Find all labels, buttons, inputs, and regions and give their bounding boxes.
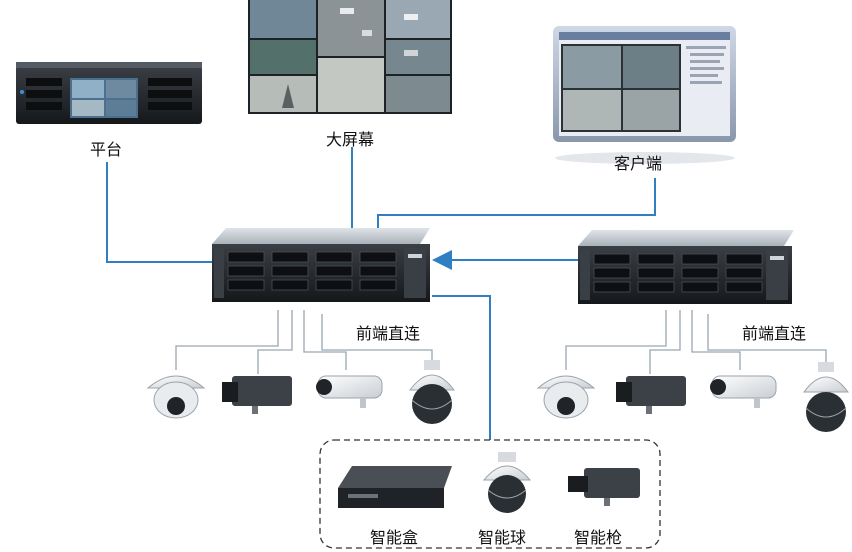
label-smart-box: 智能盒 xyxy=(370,528,419,547)
smart-gun-device xyxy=(568,468,640,506)
box-camera-right xyxy=(616,376,686,414)
frontend-lines-right xyxy=(565,310,827,374)
link-platform-nvr xyxy=(106,162,216,263)
label-frontend-right: 前端直连 xyxy=(742,324,807,343)
platform-device xyxy=(16,62,202,124)
connection-lines xyxy=(106,147,656,440)
label-smart-gun: 智能枪 xyxy=(574,528,623,547)
smart-box-device xyxy=(338,466,452,508)
client-monitor xyxy=(553,26,736,164)
link-client-nvr xyxy=(377,178,656,232)
dome-camera-right xyxy=(536,375,596,419)
label-smart-ball: 智能球 xyxy=(478,528,527,547)
bullet-camera-left xyxy=(316,375,383,408)
nvr-rack-left xyxy=(212,228,430,302)
label-bigscreen: 大屏幕 xyxy=(326,130,375,149)
smart-ball-device xyxy=(482,452,532,513)
smart-group-box xyxy=(319,439,661,549)
speed-dome-left xyxy=(409,360,455,424)
link-nvr-smart-group xyxy=(432,295,491,440)
nvr-rack-right xyxy=(578,230,794,304)
speed-dome-right xyxy=(803,362,849,432)
dome-camera-left xyxy=(146,375,206,419)
frontend-lines-left xyxy=(175,310,433,374)
bigscreen-videowall xyxy=(248,0,452,114)
box-camera-left xyxy=(222,376,292,414)
label-frontend-left: 前端直连 xyxy=(356,324,421,343)
label-client: 客户端 xyxy=(614,154,663,173)
bullet-camera-right xyxy=(710,375,777,408)
label-platform: 平台 xyxy=(90,140,123,159)
